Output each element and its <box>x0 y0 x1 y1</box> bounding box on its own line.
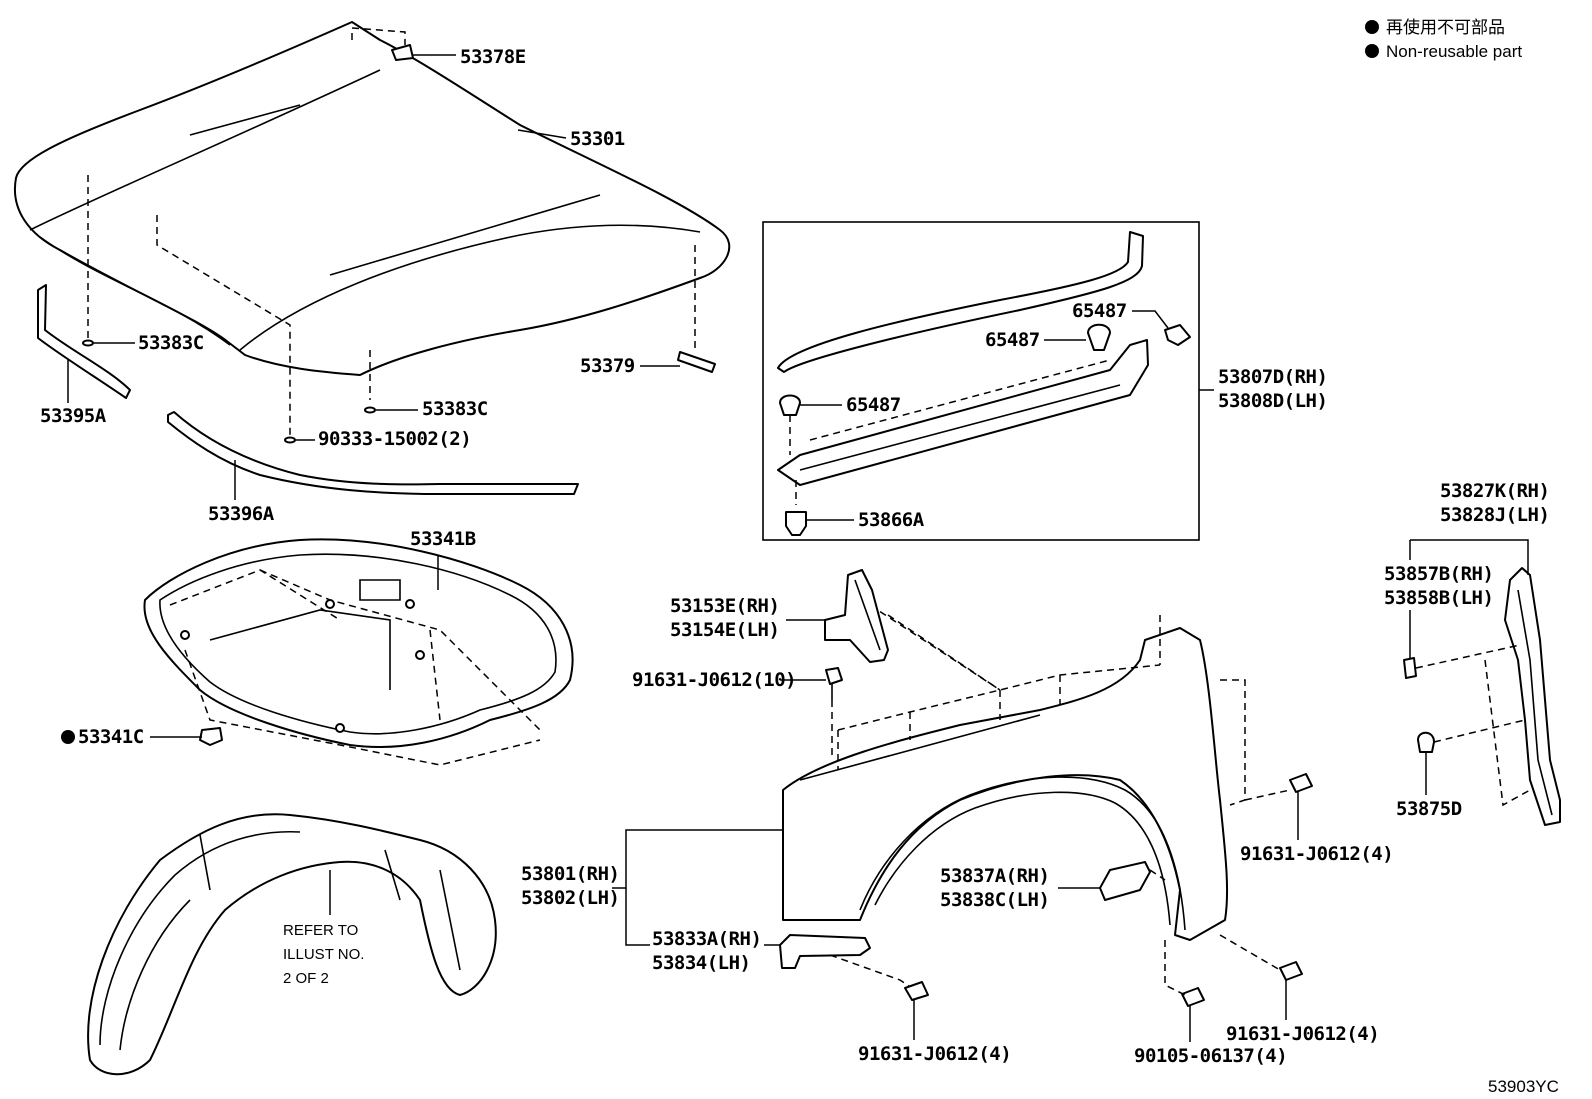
label-53807D: 53807D(RH) <box>1218 366 1327 388</box>
seal-53395A[interactable] <box>37 284 131 399</box>
bracket-53833A[interactable] <box>779 934 871 969</box>
label-53857B: 53857B(RH) <box>1384 563 1493 585</box>
fender-53801[interactable] <box>782 604 1246 941</box>
label-53834: 53834(LH) <box>652 952 750 974</box>
clip-53866A[interactable] <box>785 511 807 536</box>
label-91631-4-a: 91631-J0612(4) <box>1240 843 1393 865</box>
label-90105: 90105-06137(4) <box>1134 1045 1287 1067</box>
weatherstrip[interactable] <box>777 231 1144 373</box>
label-53383C-b: 53383C <box>422 398 488 420</box>
label-53808D: 53808D(LH) <box>1218 390 1327 412</box>
non-reusable-bullet-icon <box>1365 20 1379 34</box>
seal-53807D[interactable] <box>777 339 1149 486</box>
fender-liner-reference <box>87 813 497 1076</box>
label-53379: 53379 <box>580 355 635 377</box>
label-53378E: 53378E <box>460 46 526 68</box>
hood-53301[interactable] <box>13 21 731 444</box>
label-65487-c: 65487 <box>1072 300 1127 322</box>
label-53866A: 53866A <box>858 509 925 531</box>
label-53875D: 53875D <box>1396 798 1462 820</box>
label-53858B: 53858B(LH) <box>1384 587 1493 609</box>
pad-53379[interactable] <box>677 351 716 373</box>
seal-assembly-box <box>762 221 1200 541</box>
seal-53827K[interactable] <box>1504 567 1561 826</box>
label-53154E: 53154E(LH) <box>670 619 779 641</box>
bracket-53153E[interactable] <box>824 569 889 663</box>
bolt-91631-4-b[interactable] <box>904 981 929 1001</box>
label-53395A: 53395A <box>40 405 107 427</box>
seal-53378E[interactable] <box>391 44 414 61</box>
seal-53396A[interactable] <box>167 411 579 495</box>
clip-65487-a[interactable] <box>779 394 801 416</box>
label-53828J: 53828J(LH) <box>1440 504 1549 526</box>
refer-line-1: REFER TO <box>283 922 358 939</box>
insulator-53341B[interactable] <box>143 538 574 766</box>
label-53341B: 53341B <box>410 528 476 550</box>
bracket-53837A[interactable] <box>1099 861 1151 901</box>
diagram-id: 53903YC <box>1488 1077 1559 1096</box>
label-53383C-a: 53383C <box>138 332 204 354</box>
label-53827K: 53827K(RH) <box>1440 480 1549 502</box>
bolt-91631-4-a[interactable] <box>1289 773 1313 793</box>
plug-53875D[interactable] <box>1417 731 1435 753</box>
clip-53857B[interactable] <box>1403 657 1417 679</box>
label-65487-b: 65487 <box>985 329 1040 351</box>
label-53802: 53802(LH) <box>521 887 619 909</box>
non-reusable-53341C-icon <box>61 730 75 744</box>
refer-line-3: 2 OF 2 <box>283 970 329 987</box>
label-53837A: 53837A(RH) <box>940 865 1049 887</box>
label-53801: 53801(RH) <box>521 863 619 885</box>
label-53396A: 53396A <box>208 503 275 525</box>
label-90333-15002: 90333-15002(2) <box>318 428 471 450</box>
label-53301: 53301 <box>570 128 625 150</box>
legend-english: Non-reusable part <box>1386 42 1522 61</box>
bolt-91631-4-c[interactable] <box>1279 961 1303 981</box>
legend-japanese: 再使用不可部品 <box>1386 17 1505 37</box>
label-53341C: 53341C <box>78 726 144 748</box>
label-53153E: 53153E(RH) <box>670 595 779 617</box>
clip-53341C[interactable] <box>199 727 223 746</box>
clip-65487-b[interactable] <box>1087 323 1111 351</box>
label-53838C: 53838C(LH) <box>940 889 1049 911</box>
label-53833A: 53833A(RH) <box>652 928 761 950</box>
bolt-91631-10[interactable] <box>825 667 843 700</box>
label-91631-4-c: 91631-J0612(4) <box>1226 1023 1379 1045</box>
bolt-90105[interactable] <box>1181 987 1205 1007</box>
label-65487-a: 65487 <box>846 394 901 416</box>
clip-65487-c[interactable] <box>1164 324 1191 346</box>
label-91631-4-b: 91631-J0612(4) <box>858 1043 1011 1065</box>
label-91631-10: 91631-J0612(10) <box>632 669 796 691</box>
refer-line-2: ILLUST NO. <box>283 946 364 963</box>
legend: 再使用不可部品 Non-reusable part <box>1365 17 1522 61</box>
non-reusable-bullet-icon <box>1365 44 1379 58</box>
